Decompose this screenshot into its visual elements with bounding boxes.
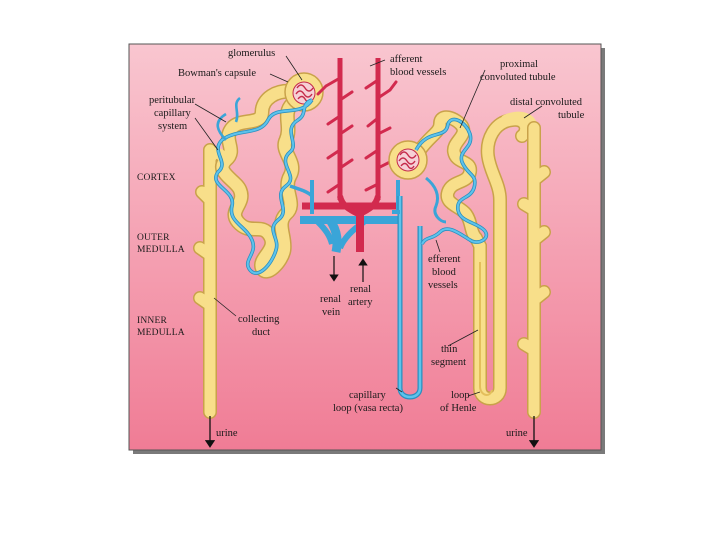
label-peritubular-2: capillary (154, 108, 191, 119)
label-loop-2: of Henle (440, 403, 477, 414)
zone-outer-2: MEDULLA (137, 245, 185, 255)
label-renal-artery-1: renal (350, 284, 371, 295)
label-efferent-2: blood (432, 267, 457, 278)
label-urine-right: urine (506, 428, 528, 439)
label-thin-1: thin (441, 344, 458, 355)
label-loop-1: loop (451, 390, 470, 401)
label-peritubular-1: peritubular (149, 95, 196, 106)
zone-cortex: CORTEX (137, 173, 176, 183)
label-proximal-1: proximal (500, 59, 538, 70)
label-distal-1: distal convoluted (510, 97, 583, 108)
left-bowmans-capsule (284, 72, 324, 112)
label-glomerulus: glomerulus (228, 48, 275, 59)
label-efferent-1: efferent (428, 254, 461, 265)
label-urine-left: urine (216, 428, 238, 439)
label-capillary-2: loop (vasa recta) (333, 403, 403, 414)
right-peritubular-capillaries (414, 117, 489, 245)
leader-lines (194, 55, 543, 397)
label-peritubular-3: system (158, 121, 187, 132)
label-efferent-3: vessels (428, 280, 458, 291)
label-collecting-2: duct (252, 327, 270, 338)
zone-inner-1: INNER (137, 316, 167, 326)
label-afferent-2: blood vessels (390, 67, 446, 78)
label-renal-vein-2: vein (322, 307, 341, 318)
label-renal-artery-2: artery (348, 297, 373, 308)
zone-inner-2: MEDULLA (137, 328, 185, 338)
label-thin-2: segment (431, 357, 466, 368)
renal-veins (300, 180, 400, 253)
zone-outer-1: OUTER (137, 233, 170, 243)
label-afferent-1: afferent (390, 54, 423, 65)
left-collecting-duct (193, 143, 217, 419)
right-bowmans-capsule (388, 140, 428, 180)
label-bowmans-capsule: Bowman's capsule (178, 68, 256, 79)
label-distal-2: tubule (558, 110, 585, 121)
label-renal-vein-1: renal (320, 294, 341, 305)
label-collecting-1: collecting (238, 314, 280, 325)
right-collecting-duct (517, 121, 551, 419)
label-capillary-1: capillary (349, 390, 386, 401)
label-proximal-2: convoluted tubule (480, 72, 556, 83)
vasa-recta-loop (392, 196, 423, 400)
